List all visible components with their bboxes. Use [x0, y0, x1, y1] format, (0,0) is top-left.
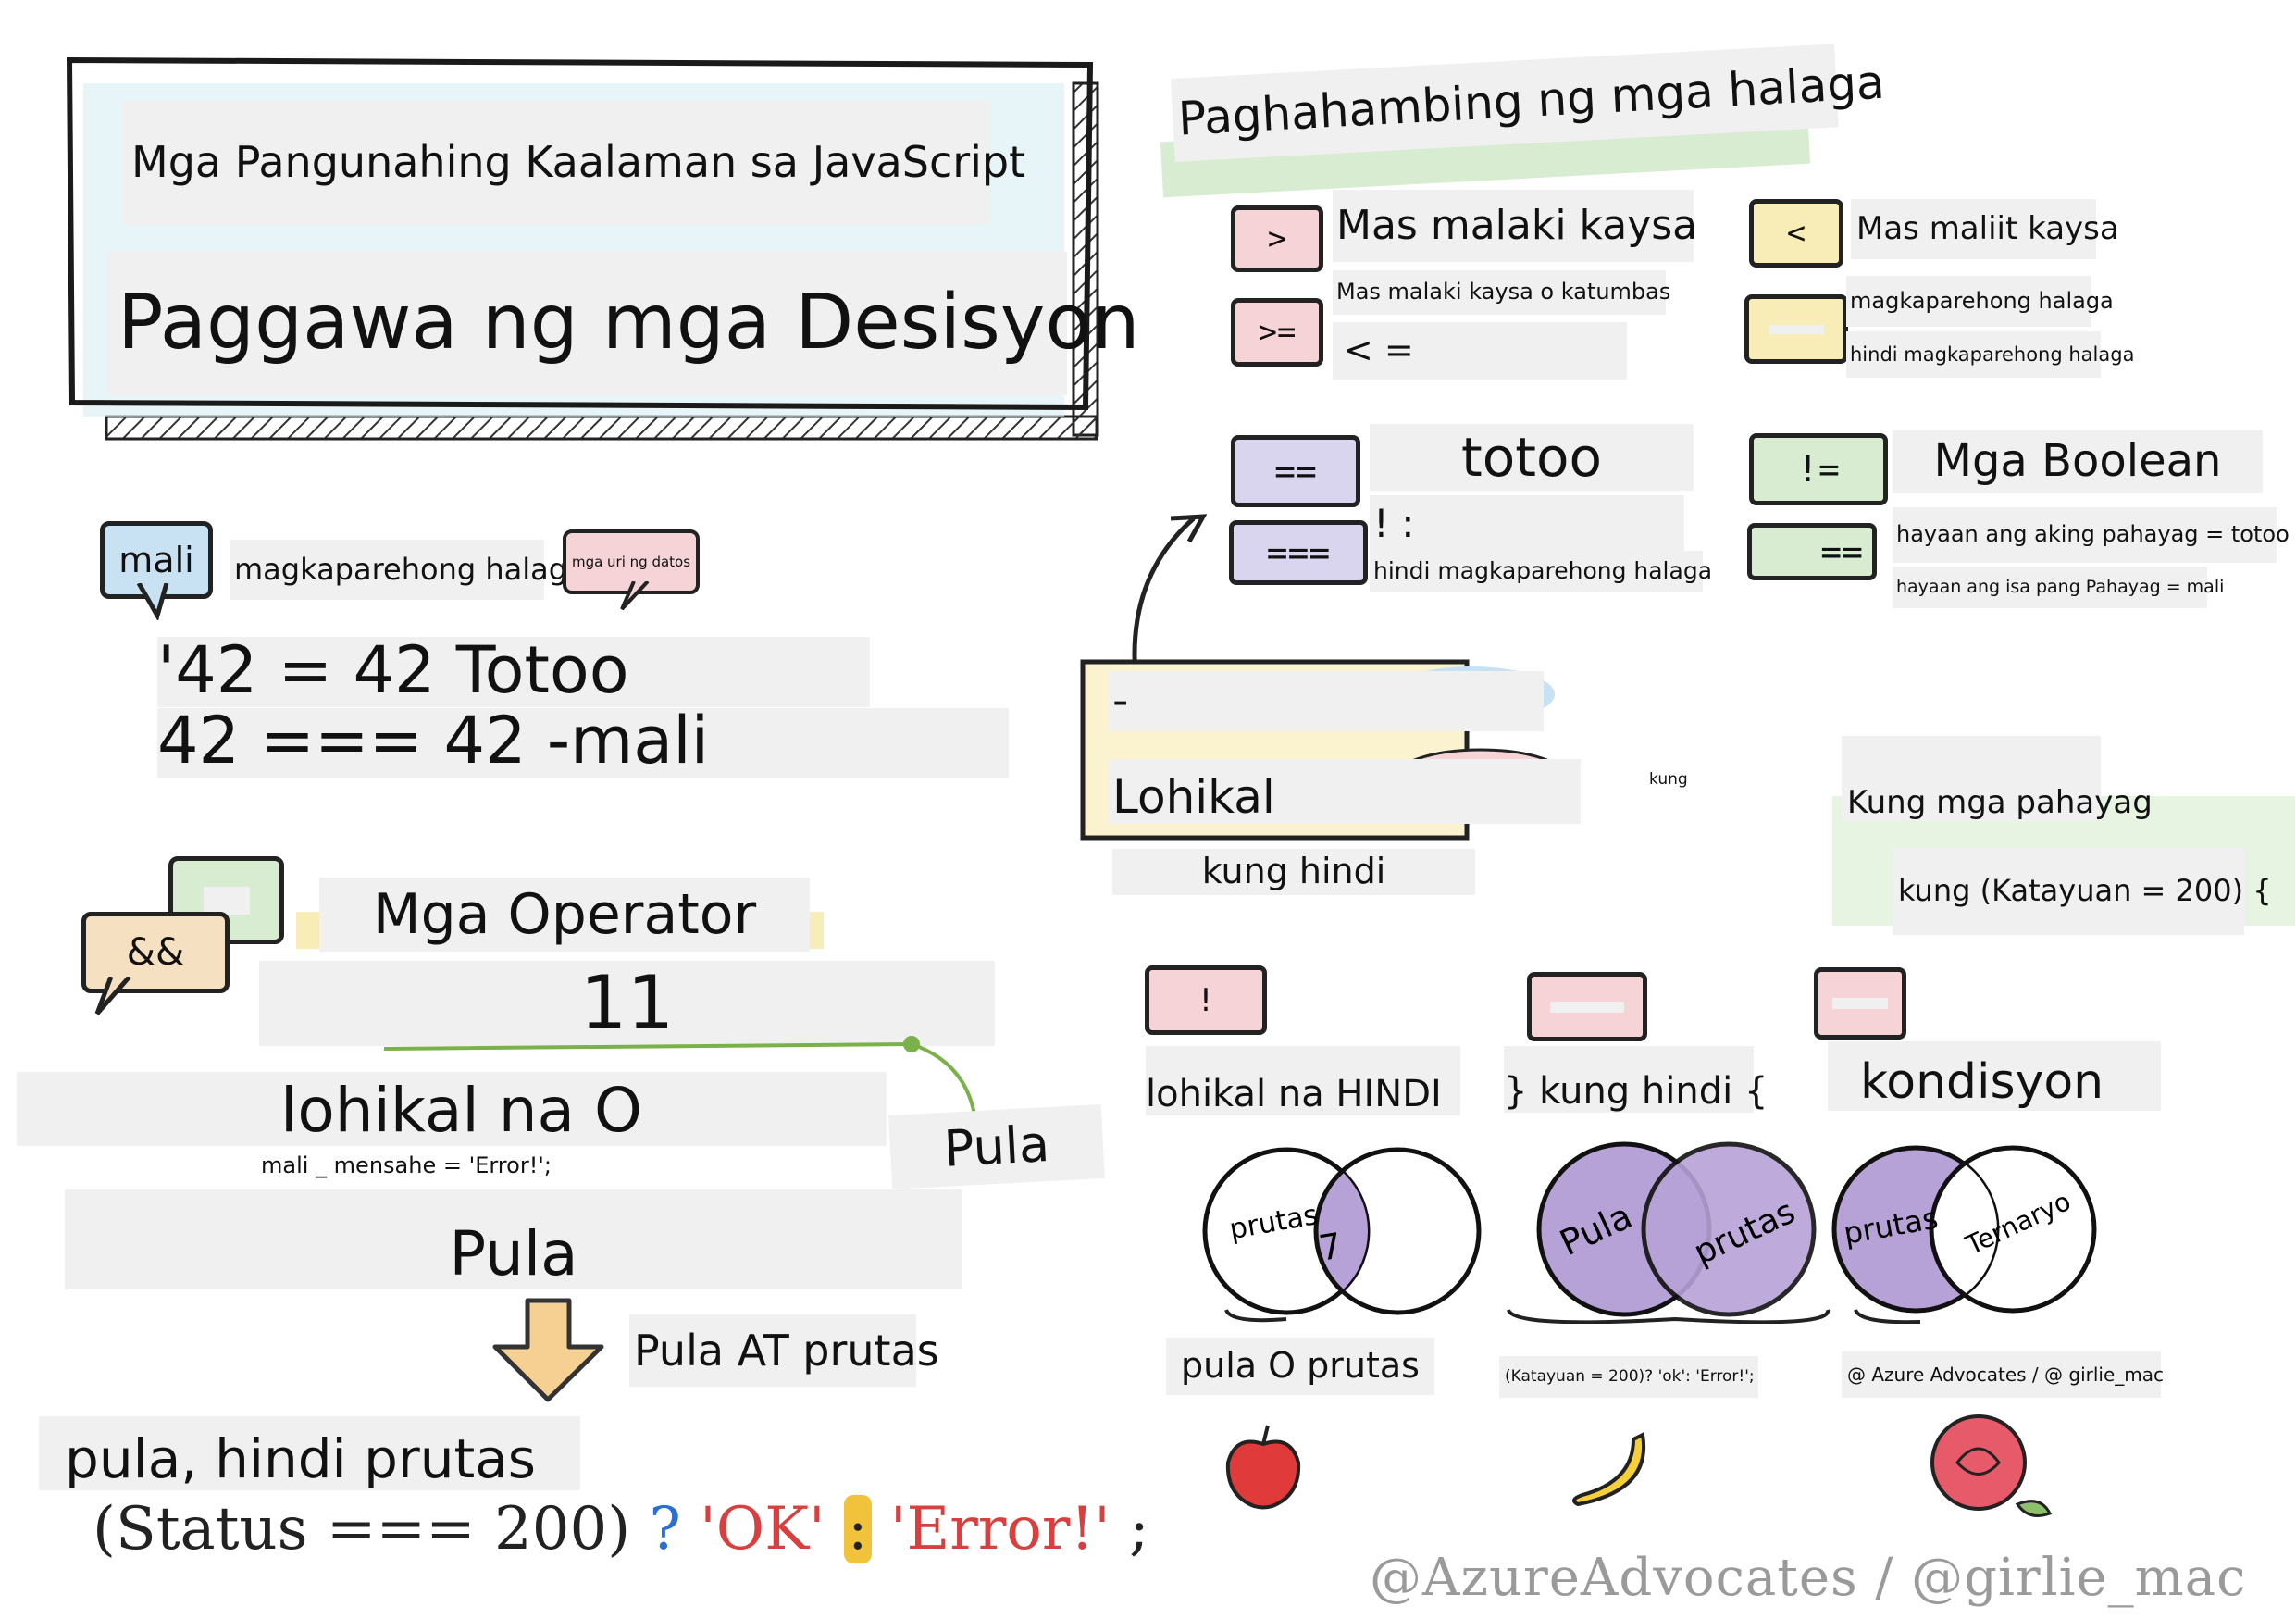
pula-big: Pula — [65, 1189, 962, 1289]
card-else — [1527, 972, 1647, 1041]
code-status: (Status === 200) — [93, 1495, 631, 1563]
venn1-brace — [1224, 1309, 1287, 1323]
error-message-code: mali _ mensahe = 'Error!'; — [261, 1152, 552, 1178]
code-error: 'Error!' — [889, 1495, 1111, 1563]
code-semicolon: ; — [1129, 1495, 1149, 1563]
label-logical-not: lohikal na HINDI — [1146, 1046, 1460, 1115]
card-greater-equal: >= — [1231, 298, 1323, 367]
label-not-same-value: hindi magkaparehong halaga — [1846, 331, 2134, 378]
pula-and-fruit: Pula AT prutas — [629, 1314, 939, 1387]
card-not-text: ! — [1199, 981, 1212, 1019]
label-ternary-code: (Katayuan = 200)? 'ok': 'Error!'; — [1499, 1356, 1758, 1398]
venn2-right-circle — [1641, 1141, 1817, 1317]
label-let-true: hayaan ang aking pahayag = totoo — [1893, 507, 2290, 563]
rose-icon — [1930, 1414, 2053, 1517]
or-symbol: 11 — [259, 961, 995, 1046]
bubble-data-types-text: mga uri ng datos — [571, 554, 691, 570]
card-same-value — [1744, 294, 1848, 364]
example-equal: '42 = 42 Totoo — [157, 632, 870, 707]
card-greater-equal-text: >= — [1258, 314, 1297, 351]
red-not-fruit: pula, hindi prutas — [39, 1416, 580, 1490]
pula-label-right: Pula — [888, 1103, 1105, 1189]
label-true: totoo — [1370, 424, 1694, 491]
bubble-mali-text: mali — [118, 540, 194, 580]
venn1-right-circle — [1313, 1147, 1482, 1315]
card-not: ! — [1145, 965, 1267, 1035]
bubble-and-text: && — [126, 931, 185, 974]
label-booleans: Mga Boolean — [1893, 430, 2263, 493]
label-red-or-fruit: pula O prutas — [1166, 1338, 1434, 1395]
code-colon: : — [843, 1495, 872, 1563]
operators-title: Mga Operator — [319, 878, 810, 952]
card-less-than: < — [1749, 199, 1843, 268]
card-greater-than: > — [1231, 205, 1323, 272]
card-condition-inner — [1832, 998, 1888, 1009]
bubble-mali-tail — [136, 583, 169, 620]
label-else-braces: } kung hindi { — [1504, 1046, 1768, 1113]
code-ok: 'OK' — [700, 1495, 825, 1563]
logic-dash: - — [1109, 671, 1544, 731]
label-same-value: magkaparehong halaga — [230, 540, 586, 600]
bubble-and-tail — [94, 977, 131, 1015]
ternary-code-handwritten: (Status === 200) ? 'OK' : 'Error!' ; — [93, 1495, 1149, 1563]
apple-icon — [1225, 1425, 1301, 1510]
code-question: ? — [649, 1495, 681, 1563]
venn3-overlap — [1931, 1148, 1997, 1311]
label-greater-than: Mas malaki kaysa — [1333, 190, 1697, 262]
logic-label: Lohikal — [1109, 759, 1581, 824]
banana-icon — [1572, 1431, 1646, 1507]
label-less-than: Mas maliit kaysa — [1851, 199, 2119, 259]
card-same-value-inner — [1769, 324, 1824, 334]
header-subtitle: Mga Pangunahing Kaalaman sa JavaScript — [122, 100, 1025, 225]
venn-diagrams: prutas 7 Pula prutas prutas Ternaryo — [1202, 1141, 2097, 1324]
example-strict-equal: 42 === 42 -mali — [157, 703, 1009, 778]
card-condition — [1814, 967, 1906, 1040]
venn2-brace — [1507, 1309, 1831, 1324]
venn3-right-circle — [1929, 1145, 2097, 1314]
logic-else: kung hindi — [1112, 849, 1475, 895]
card-greater-than-text: > — [1267, 220, 1287, 257]
card-not-equal-text: != — [1797, 449, 1840, 490]
label-condition: kondisyon — [1828, 1041, 2161, 1111]
label-credit-small: @ Azure Advocates / @ girlie_mac — [1842, 1351, 2164, 1398]
card-not-equal: != — [1749, 433, 1888, 505]
header-box: Mga Pangunahing Kaalaman sa JavaScript P… — [65, 56, 1140, 444]
logical-or: lohikal na O — [17, 1072, 887, 1146]
label-not: ! : — [1370, 495, 1684, 553]
bubble-green-inner — [203, 886, 250, 915]
card-less-than-text: < — [1786, 215, 1806, 252]
label-let-false: hayaan ang isa pang Pahayag = mali — [1893, 567, 2224, 608]
label-same-value-right: magkaparehong halaga — [1846, 276, 2114, 327]
page-title: Paggawa ng mga Desisyon — [106, 252, 1140, 395]
card-strict-not-equal: == — [1747, 523, 1877, 580]
down-arrow-icon — [492, 1298, 604, 1402]
card-else-inner — [1550, 1001, 1624, 1013]
venn1-overlap — [1316, 1150, 1368, 1313]
card-equal: == — [1231, 435, 1360, 507]
card-strict-not-equal-text: == — [1820, 531, 1863, 572]
bubble-and: && — [81, 912, 230, 993]
venn1-left-label: prutas — [1227, 1199, 1321, 1246]
card-strict-equal-text: === — [1266, 532, 1331, 573]
bubble-data-types-tail — [620, 581, 650, 611]
label-less-equal: < = — [1333, 322, 1627, 380]
venn3-brace — [1854, 1309, 1921, 1324]
label-not-same-value-2: hindi magkaparehong halaga — [1370, 551, 1712, 592]
footer-credit: @AzureAdvocates / @girlie_mac — [1370, 1548, 2247, 1608]
label-greater-equal: Mas malaki kaysa o katumbas — [1333, 270, 1670, 315]
if-code: kung (Katayuan = 200) { — [1893, 847, 2272, 935]
logic-kung-small: kung — [1649, 770, 1688, 789]
card-strict-equal: === — [1229, 520, 1368, 585]
if-statements-label: Kung mga pahayag — [1842, 736, 2153, 821]
card-equal-text: == — [1274, 451, 1317, 492]
